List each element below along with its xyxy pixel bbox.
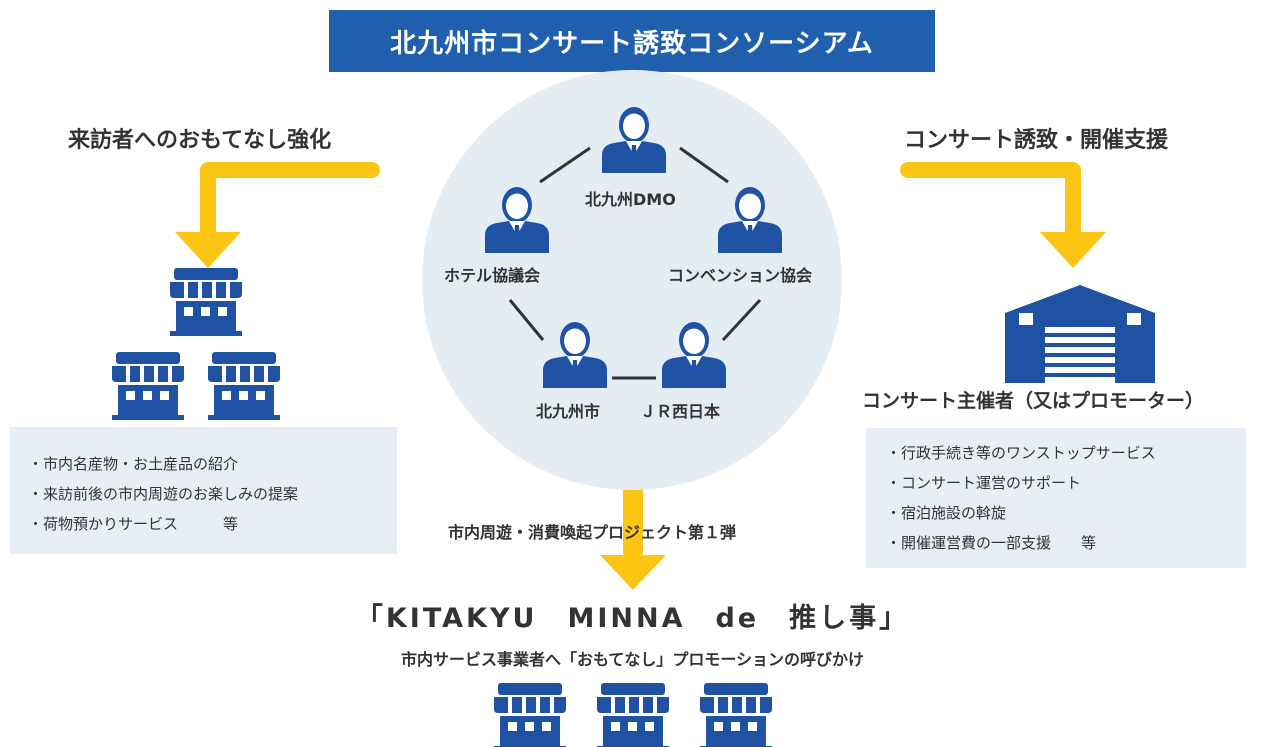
support-box: ・行政手続き等のワンストップサービス ・コンサート運営のサポート ・宿泊施設の斡… xyxy=(866,428,1246,568)
promoter-label: コンサート主催者（又はプロモーター） xyxy=(862,390,1205,412)
connection-lines xyxy=(508,146,762,380)
list-item: ・開催運営費の一部支援 等 xyxy=(886,534,1097,552)
list-item: ・市内名産物・お土産品の紹介 xyxy=(28,455,239,473)
list-item: ・来訪前後の市内周遊のお楽しみの提案 xyxy=(28,485,299,503)
businessperson-icon xyxy=(662,322,726,388)
right-heading: コンサート誘致・開催支援 xyxy=(904,128,1169,153)
businessperson-icon xyxy=(718,187,782,253)
hospitality-box: ・市内名産物・お土産品の紹介 ・来訪前後の市内周遊のお楽しみの提案 ・荷物預かり… xyxy=(10,427,397,554)
list-item: ・コンサート運営のサポート xyxy=(886,474,1082,492)
list-item: ・宿泊施設の斡旋 xyxy=(886,504,1007,522)
member-label-jr: ＪＲ西日本 xyxy=(640,402,721,421)
project-label: 市内周遊・消費喚起プロジェクト第１弾 xyxy=(448,523,737,542)
member-label-hotel: ホテル協議会 xyxy=(444,266,541,285)
page-title: 北九州市コンサート誘致コンソーシアム xyxy=(329,10,935,72)
member-label-city: 北九州市 xyxy=(536,402,601,421)
member-label-dmo: 北九州DMO xyxy=(585,190,676,209)
member-label-convention: コンベンション協会 xyxy=(668,266,813,285)
businessperson-icon xyxy=(485,187,549,253)
businessperson-icon xyxy=(602,107,666,173)
list-item: ・行政手続き等のワンストップサービス xyxy=(886,444,1156,462)
campaign-subtitle: 市内サービス事業者へ「おもてなし」プロモーションの呼びかけ xyxy=(400,650,865,669)
left-heading: 来訪者へのおもてなし強化 xyxy=(68,128,332,153)
campaign-title: 「KITAKYU MINNA de 推し事」 xyxy=(355,603,910,634)
businessperson-icon xyxy=(543,322,607,388)
left-arrow-icon xyxy=(175,162,380,268)
right-arrow-icon xyxy=(900,162,1106,268)
list-item: ・荷物預かりサービス 等 xyxy=(28,515,239,533)
